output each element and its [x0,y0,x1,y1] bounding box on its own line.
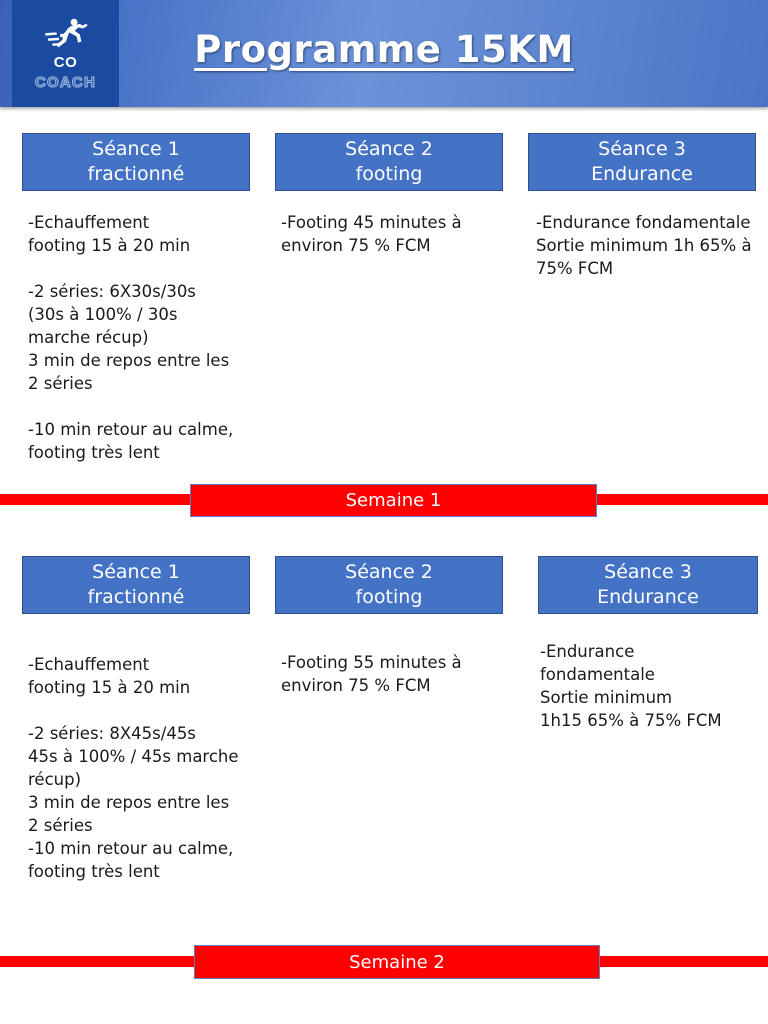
logo-text-coach: COACH [35,74,96,91]
session-title-line2: footing [355,586,423,608]
session-body-w2-s3: -Endurance fondamentale Sortie minimum 1… [540,642,722,730]
session-title-line2: Endurance [597,586,699,608]
logo-text-co: CO [53,54,78,71]
session-header-w1-s1: Séance 1 fractionné [22,133,250,191]
session-body-w2-s2: -Footing 55 minutes à environ 75 % FCM [281,653,462,695]
session-title-line2: fractionné [87,586,185,608]
session-title-line2: fractionné [87,163,185,185]
session-title-line1: Séance 2 [345,561,433,583]
session-body-w1-s3: -Endurance fondamentale Sortie minimum 1… [536,213,752,278]
session-title-line2: footing [355,163,423,185]
week-banner-2: Semaine 2 [194,945,600,979]
session-header-w1-s3: Séance 3 Endurance [528,133,756,191]
session-title-line1: Séance 2 [345,138,433,160]
session-body-w1-s1: -Echauffement footing 15 à 20 min -2 sér… [28,213,234,462]
session-title-line1: Séance 3 [604,561,692,583]
page-title: Programme 15KM [194,28,574,71]
session-header-w1-s2: Séance 2 footing [275,133,503,191]
session-title-line1: Séance 1 [92,561,180,583]
session-header-w2-s2: Séance 2 footing [275,556,503,614]
session-header-w2-s1: Séance 1 fractionné [22,556,250,614]
week-banner-1: Semaine 1 [190,484,597,517]
session-title-line1: Séance 3 [598,138,686,160]
session-title-line2: Endurance [591,163,693,185]
page-header-band: CO COACH Programme 15KM [0,0,768,107]
session-title-line1: Séance 1 [92,138,180,160]
runner-icon [44,18,88,48]
session-body-w1-s2: -Footing 45 minutes à environ 75 % FCM [281,213,462,255]
session-header-w2-s3: Séance 3 Endurance [538,556,758,614]
logo-box: CO COACH [12,0,119,107]
session-body-w2-s1: -Echauffement footing 15 à 20 min -2 sér… [28,655,239,881]
